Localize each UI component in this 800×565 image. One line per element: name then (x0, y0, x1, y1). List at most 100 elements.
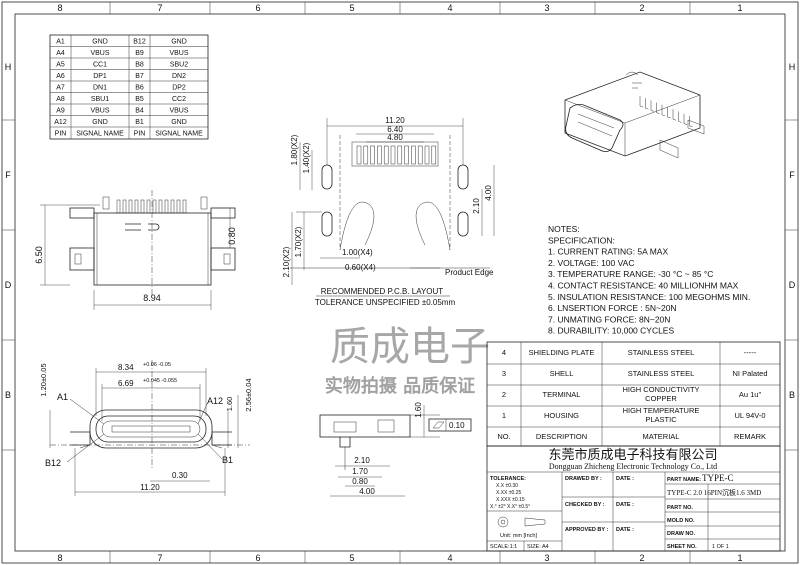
pin-table-header: SIGNAL NAME (155, 131, 203, 138)
date-label: DATE : (616, 476, 634, 482)
pcb-pad (356, 145, 362, 165)
note-line: SPECIFICATION: (548, 235, 615, 245)
pin-lead (152, 199, 157, 214)
materials-header: MATERIAL (643, 432, 680, 441)
dim-side-4.00: 4.00 (359, 487, 375, 496)
note-line: 7. UNMATING FORCE: 8N~20N (548, 314, 670, 324)
dim-pcb-4.00: 4.00 (484, 185, 493, 201)
notes: NOTES:SPECIFICATION: 1. CURRENT RATING: 5… (548, 224, 750, 336)
iso-pin (667, 107, 671, 119)
col-label-top: 1 (737, 3, 742, 13)
dim-front-11.20: 11.20 (140, 483, 160, 492)
materials-cell: 1 (502, 411, 506, 420)
iso-pin (656, 102, 660, 114)
pin-table-cell: DN1 (93, 85, 107, 92)
pcb-pad (370, 145, 375, 165)
col-label-bottom: 8 (57, 553, 62, 563)
materials-cell: STAINLESS STEEL (628, 348, 695, 357)
pin-table-cell: A6 (56, 73, 65, 80)
approved-by-label: APPROVED BY : (565, 527, 608, 533)
pin-table-cell: B6 (135, 85, 144, 92)
pin-lead (164, 199, 169, 214)
sheet-no-label: SHEET NO. (667, 544, 697, 550)
pcb-pad (431, 145, 437, 165)
pin-table-header: PIN (134, 131, 146, 138)
label-a12: A12 (207, 396, 223, 406)
col-label-top: 4 (447, 3, 452, 13)
pin-table-cell: CC1 (93, 62, 107, 69)
pcb-pad (417, 145, 423, 165)
pin-table-cell: CC2 (172, 96, 186, 103)
row-label-left: D (5, 280, 12, 290)
materials-cell: HIGH CONDUCTIVITY (622, 385, 699, 394)
col-label-bottom: 4 (447, 553, 452, 563)
iso-pin (672, 109, 677, 121)
materials-cell: 3 (502, 369, 506, 378)
pin-table-cell: B8 (135, 62, 144, 69)
pin-lead (122, 199, 127, 214)
pin-table-cell: VBUS (169, 50, 188, 57)
pin-table-cell: B5 (135, 96, 144, 103)
pin-table-cell: DP1 (93, 73, 107, 80)
pin-table-cell: A5 (56, 62, 65, 69)
sheet-count: 1 OF 1 (712, 544, 729, 550)
dim-pcb-2.10: 2.10 (472, 198, 481, 214)
iso-pin (650, 100, 655, 112)
pin-lead (134, 199, 139, 214)
dim-front-0.30: 0.30 (172, 471, 188, 480)
pin-table-cell: A12 (54, 119, 67, 126)
pin-table-cell: GND (92, 119, 108, 126)
col-label-top: 8 (57, 3, 62, 13)
note-line: 1. CURRENT RATING: 5A MAX (548, 247, 668, 257)
pin-table-cell: GND (92, 39, 108, 46)
size-label: SIZE: A4 (527, 544, 549, 550)
pin-lead (176, 199, 181, 214)
note-line: NOTES: (548, 224, 580, 234)
dim-side-1.70: 1.70 (352, 467, 368, 476)
dim-pcb-1.00x4: 1.00(X4) (342, 248, 373, 257)
scale-label: SCALE:1:1 (490, 544, 517, 550)
row-label-right: F (789, 170, 795, 180)
dim-front-8.34-tol: +0.06 -0.05 (143, 362, 171, 368)
dim-side-1.60: 1.60 (414, 402, 423, 418)
note-line: 3. TEMPERATURE RANGE: -30 °C ~ 85 °C (548, 269, 713, 279)
drawed-by-label: DRAWED BY : (565, 476, 602, 482)
dim-pcb-6.40: 6.40 (387, 125, 403, 134)
company-name-en: Dongguan Zhicheng Electronic Technology … (549, 462, 717, 471)
pin-table-cell: B7 (135, 73, 144, 80)
pin-table-cell: B9 (135, 50, 144, 57)
materials-cell: HOUSING (544, 411, 579, 420)
date-label: DATE : (616, 527, 634, 533)
front-view: 8.34 +0.06 -0.05 6.69 +0.045 -0.055 1.20… (39, 360, 253, 496)
col-label-bottom: 6 (255, 553, 260, 563)
label-b1: B1 (222, 455, 233, 465)
pin-table-header: SIGNAL NAME (76, 131, 124, 138)
row-label-left: B (5, 390, 11, 400)
materials-cell: SHIELDING PLATE (529, 348, 595, 357)
row-label-left: H (5, 62, 12, 72)
pin-table-cell: SBU2 (170, 62, 188, 69)
col-label-bottom: 3 (544, 553, 549, 563)
pin-table-cell: A4 (56, 50, 65, 57)
pcb-pad (363, 145, 369, 165)
part-name: TYPE-C (702, 473, 734, 483)
col-label-top: 2 (639, 3, 644, 13)
side-view: 1.60 0.10 2.10 1.70 0.80 4.00 (319, 402, 472, 497)
pin-table-cell: GND (171, 119, 187, 126)
pin-table-cell: A8 (56, 96, 65, 103)
col-label-bottom: 5 (349, 553, 354, 563)
part-no-label: PART NO. (667, 505, 693, 511)
col-label-top: 3 (544, 3, 549, 13)
dim-pcb-1.40: 1.40(X2) (302, 142, 311, 173)
pin-table-header: PIN (55, 131, 67, 138)
col-label-top: 5 (349, 3, 354, 13)
pin-table-cell: SBU1 (91, 96, 109, 103)
pin-table-cell: B1 (135, 119, 144, 126)
pin-table-cell: A1 (56, 39, 65, 46)
iso-view (564, 71, 705, 159)
pin-table-cell: VBUS (169, 108, 188, 115)
flatness-value: 0.10 (449, 421, 465, 430)
pin-lead (140, 199, 145, 214)
